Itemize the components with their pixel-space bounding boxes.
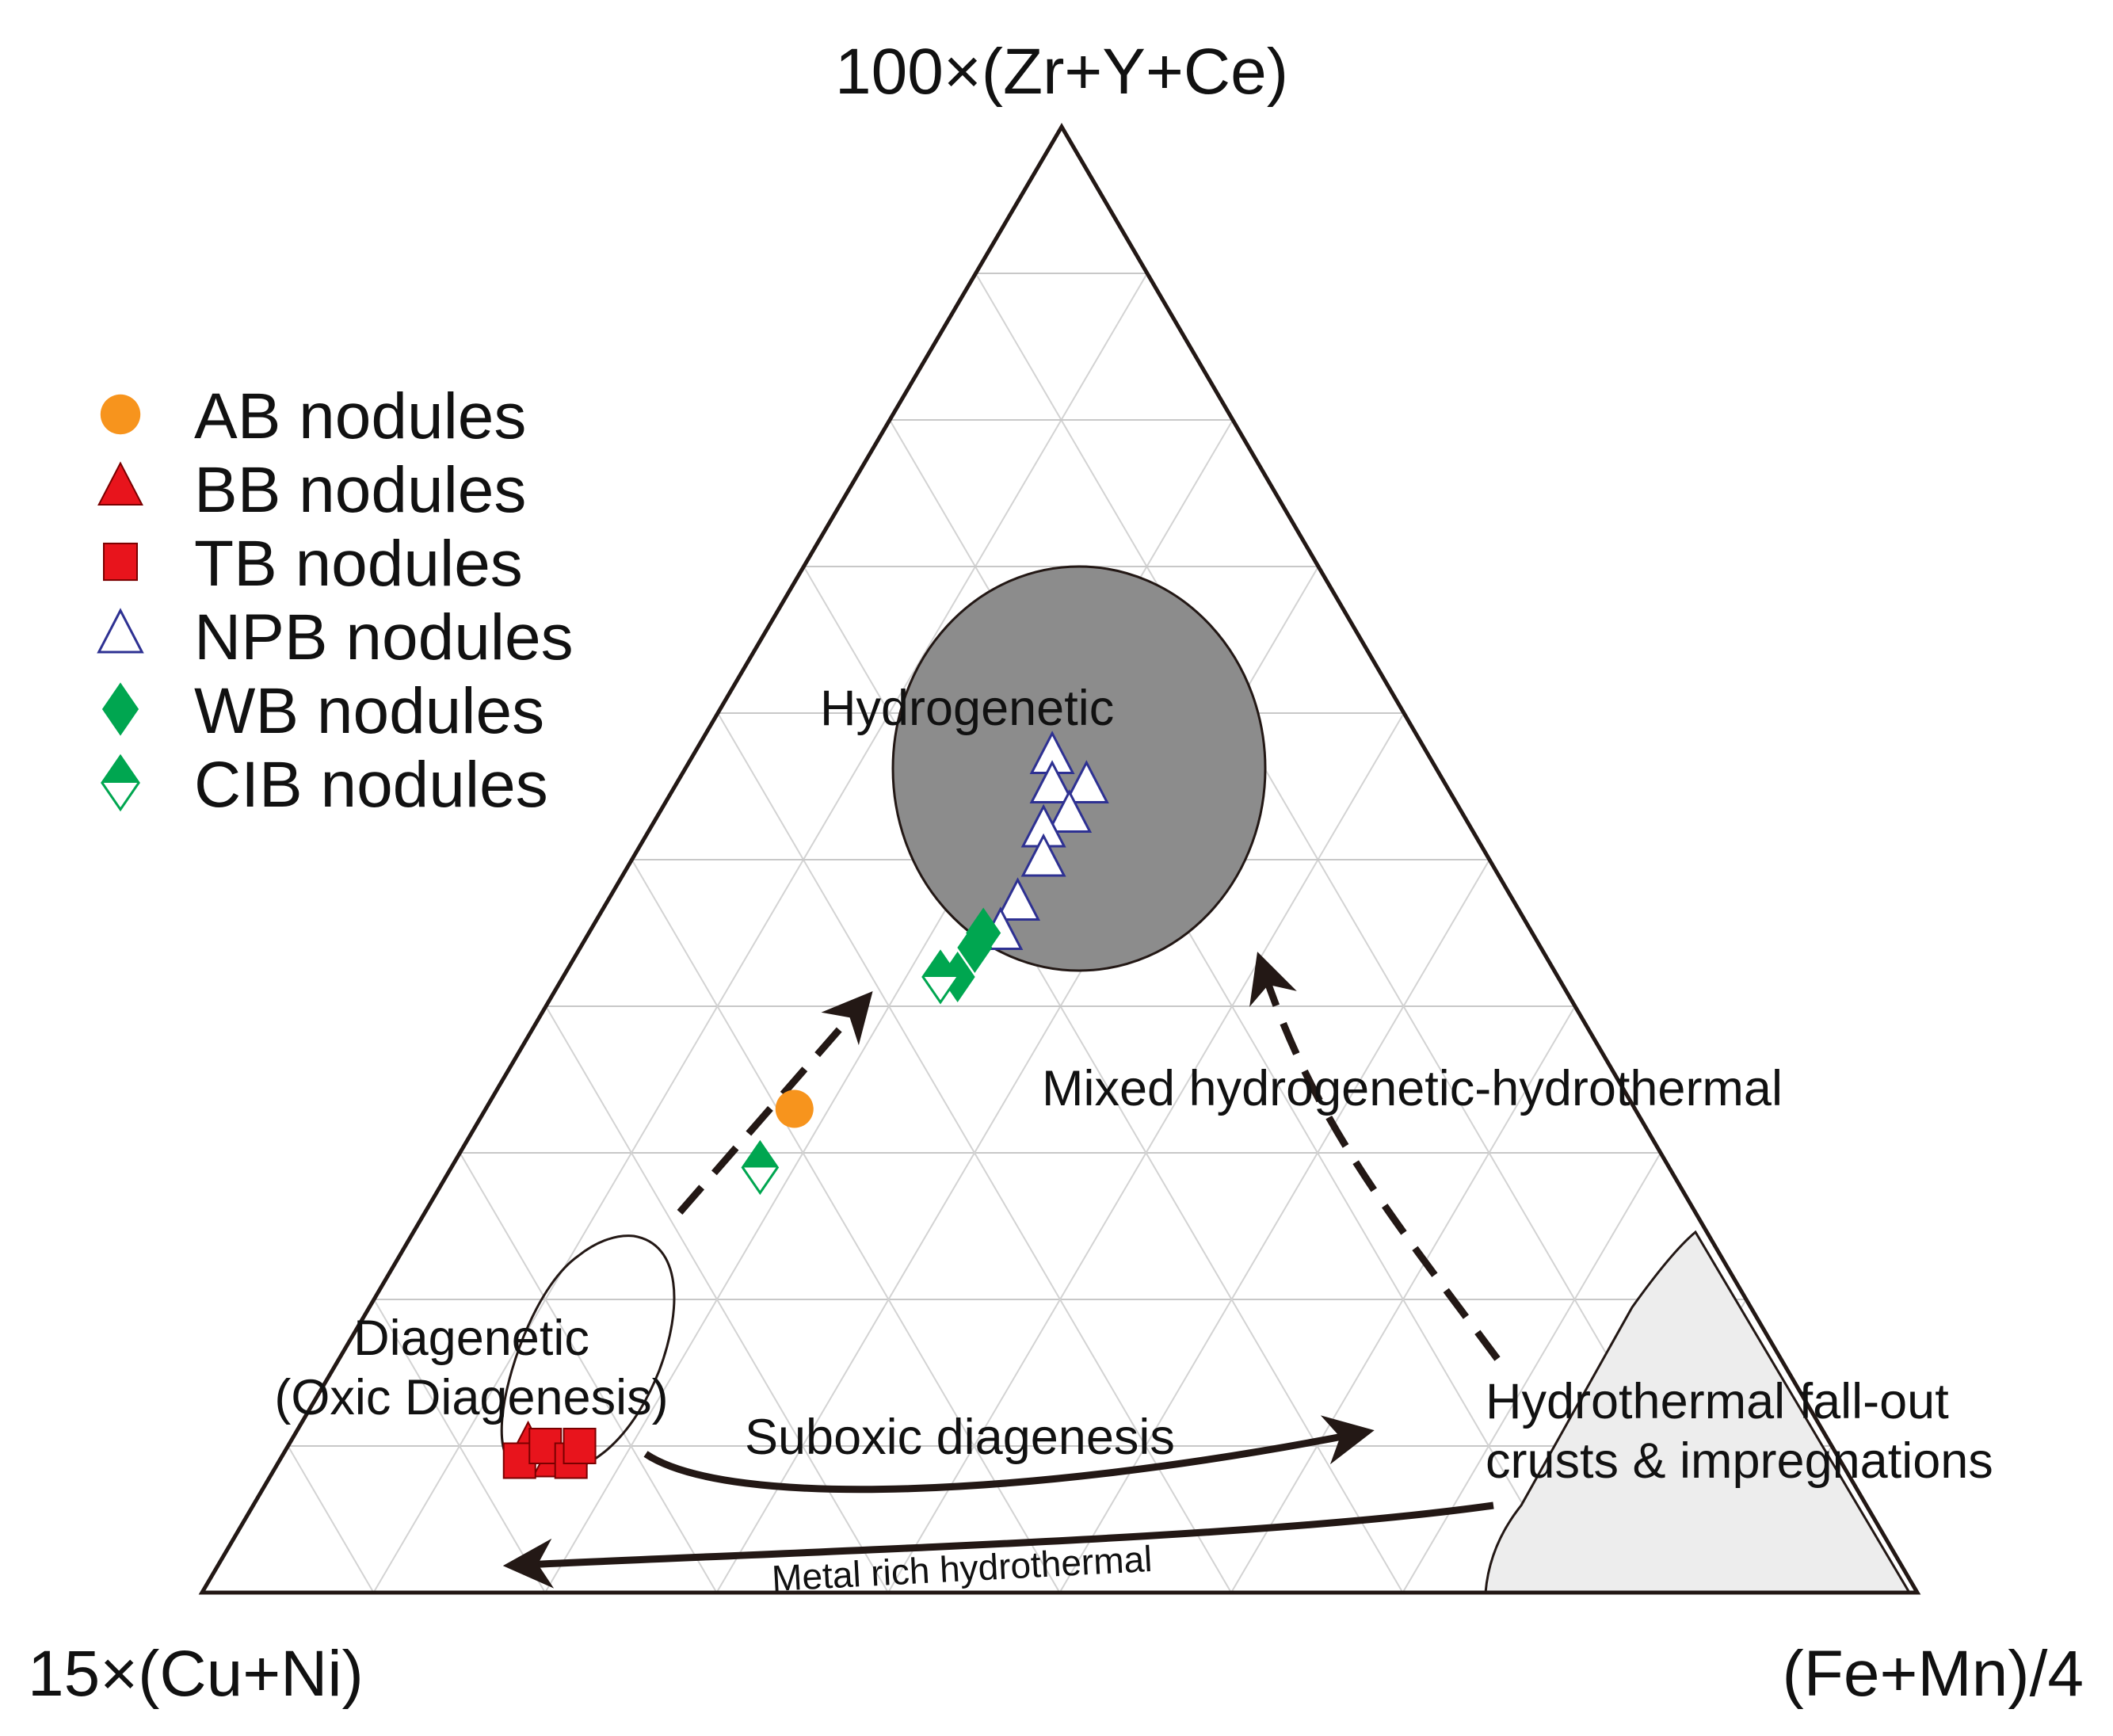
legend-label-ab-nodules: AB nodules	[194, 380, 526, 452]
legend-marker-npb-nodules	[97, 608, 144, 654]
legend-marker-ab-nodules	[100, 394, 141, 435]
suboxic-diagenesis-label: Suboxic diagenesis	[745, 1410, 1175, 1465]
hydrothermal-to-hydrogenetic-arrow	[1249, 952, 1501, 1361]
apex-label-right: (Fe+Mn)/4	[1783, 1638, 2084, 1710]
npb-nodules-point	[1063, 760, 1109, 803]
ternary-frame	[198, 123, 1921, 1595]
apex-label-left: 15×(Cu+Ni)	[28, 1638, 364, 1710]
legend-label-bb-nodules: BB nodules	[194, 454, 526, 526]
wb-nodules-point	[966, 907, 1001, 959]
legend-marker-wb-nodules	[101, 682, 139, 736]
suboxic-diagenesis-arrow	[643, 1415, 1375, 1494]
cib-nodules-point	[741, 1139, 780, 1196]
hydrogenetic-region	[891, 565, 1267, 972]
npb-nodules-point	[995, 877, 1041, 921]
apex-label-top: 100×(Zr+Y+Ce)	[835, 36, 1288, 108]
data-points	[502, 731, 1109, 1479]
diagenetic-label-line: (Oxic Diagenesis)	[274, 1370, 668, 1425]
grid-line	[1058, 859, 1490, 1593]
npb-nodules-point	[1029, 760, 1075, 803]
grid-line	[1230, 1005, 1576, 1593]
hydrothermal-label-line: crusts & impregnations	[1486, 1433, 1993, 1489]
grid-line	[545, 1005, 889, 1593]
legend-marker-cib-nodules	[101, 754, 140, 812]
legend-label-cib-nodules: CIB nodules	[194, 749, 548, 821]
hydrothermal-label-line: Hydrothermal fall-out	[1486, 1374, 1949, 1429]
metal-rich-hydrothermal-label: Metal rich hydrothermal	[771, 1538, 1154, 1599]
metal-rich-hydrothermal-arrow	[502, 1501, 1494, 1589]
legend-label-wb-nodules: WB nodules	[194, 675, 544, 747]
grid-line	[372, 273, 1148, 1593]
legend-label-npb-nodules: NPB nodules	[194, 601, 574, 673]
npb-nodules-point	[1047, 789, 1093, 833]
cib-nodules-point	[921, 949, 959, 1005]
legend-label-tb-nodules: TB nodules	[194, 528, 523, 600]
legend-marker-tb-nodules	[103, 542, 138, 582]
hydrogenetic-label: Hydrogenetic	[820, 681, 1114, 736]
grid-line	[287, 1445, 375, 1593]
npb-nodules-point	[1020, 833, 1066, 877]
diagenetic-to-hydrogenetic-arrow	[677, 991, 873, 1215]
tb-nodules-point	[563, 1428, 597, 1464]
ab-nodules-point	[775, 1089, 814, 1128]
legend-marker-bb-nodules	[97, 461, 143, 506]
grid-line	[631, 859, 1061, 1593]
diagenetic-label-line: Diagenetic	[353, 1311, 589, 1366]
grid-line	[1402, 1152, 1661, 1593]
mixed-label: Mixed hydrogenetic-hydrothermal	[1042, 1061, 1783, 1116]
grid-line	[459, 1152, 718, 1593]
hydrothermal-region	[1484, 1230, 1912, 1594]
diagenetic-label: Diagenetic(Oxic Diagenesis)	[274, 1311, 668, 1425]
